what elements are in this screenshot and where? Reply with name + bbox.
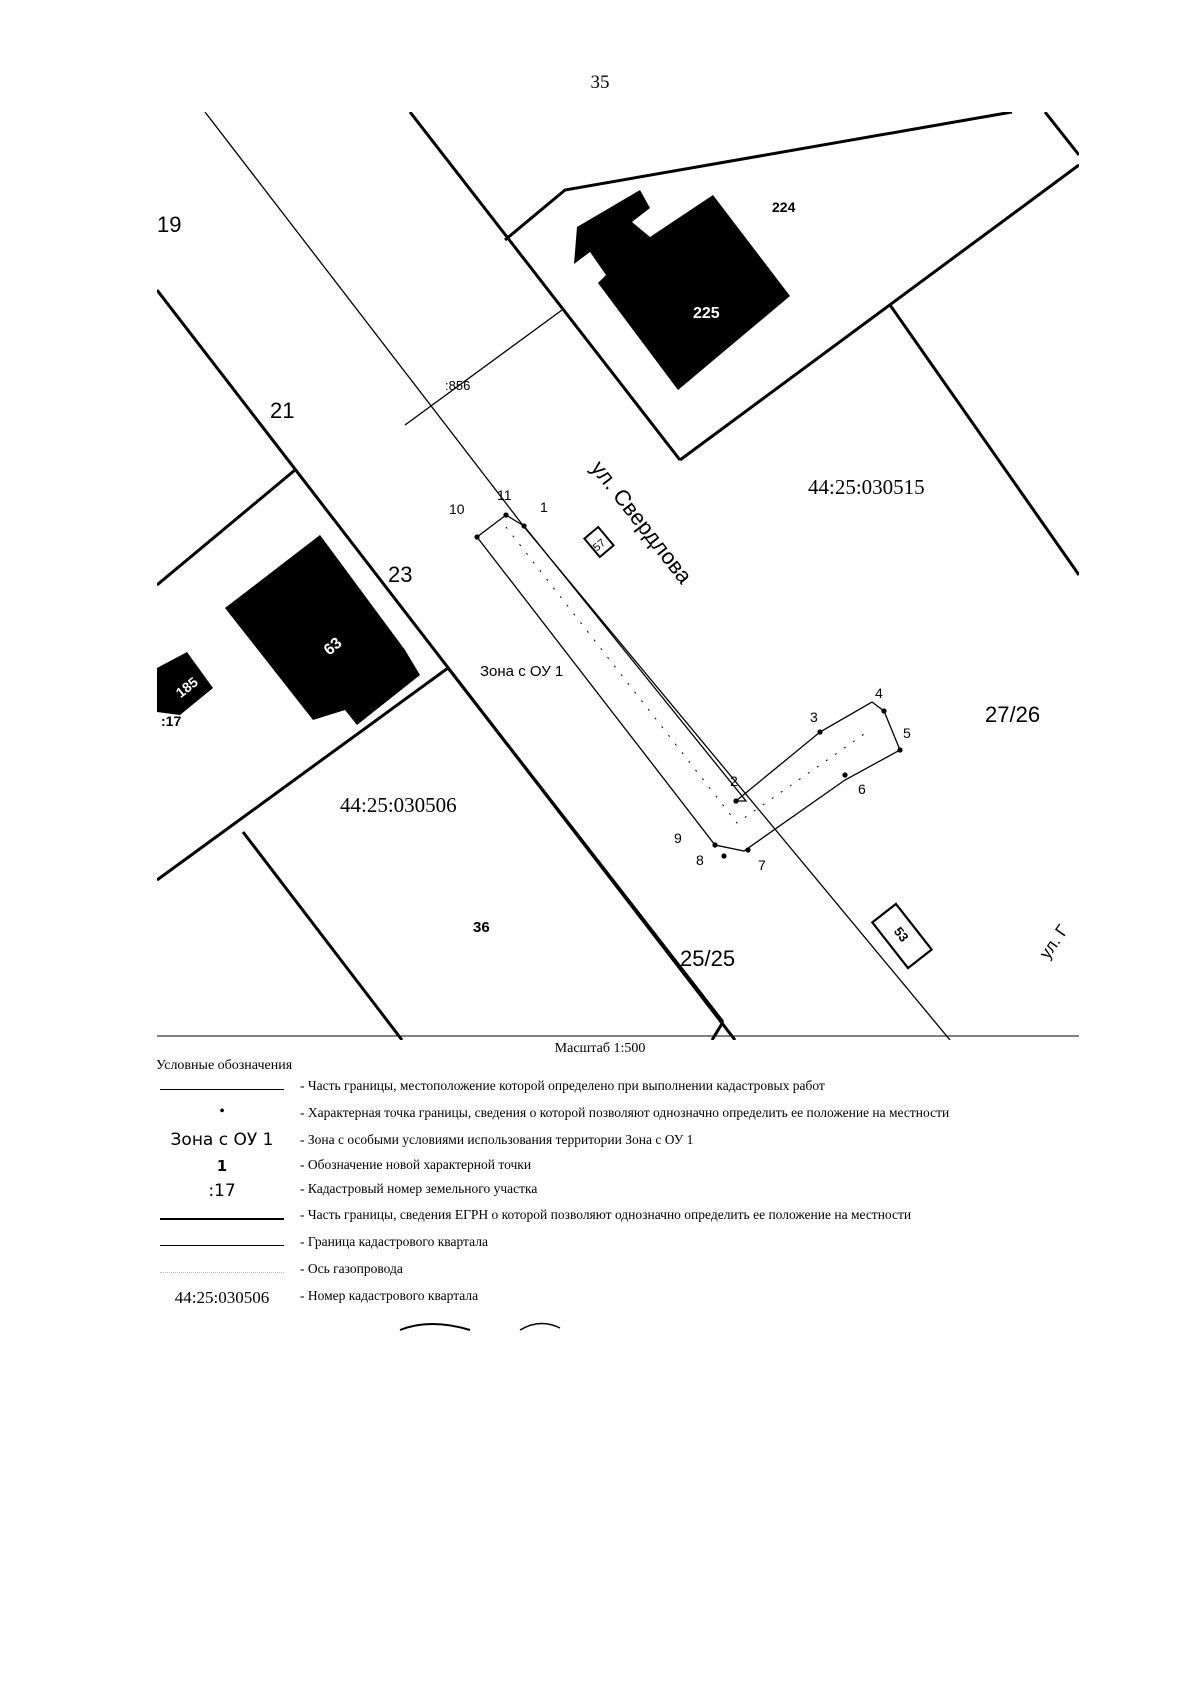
legend-symbol-point: • [219, 1103, 225, 1120]
parcel-boundary [710, 1021, 725, 1040]
stamp-fragment [399, 1322, 561, 1331]
parcel-boundary [1043, 112, 1079, 156]
parcel-boundary [504, 112, 1013, 242]
legend-text: - Номер кадастрового квартала [300, 1288, 479, 1303]
legend-item: 44:25:030506 - Номер кадастрового кварта… [0, 1288, 1200, 1312]
point-label-6: 6 [858, 781, 866, 797]
building-57-outline [582, 525, 616, 559]
legend-item: - Часть границы, местоположение которой … [0, 1078, 1200, 1102]
parcel-boundary [157, 666, 449, 882]
building-225 [574, 190, 790, 390]
legend-item: Зона с ОУ 1 - Зона с особыми условиями и… [0, 1130, 1200, 1156]
gas-pipeline-axis [505, 526, 871, 824]
building-label-53: 53 [891, 924, 912, 945]
legend-item: - Часть границы, сведения ЕГРН о которой… [0, 1207, 1200, 1231]
building-63 [225, 535, 420, 725]
legend-title: Условные обозначения [156, 1058, 293, 1073]
cadastral-map: 19 21 23 27/26 25/25 224 :856 :17 36 225… [157, 112, 1079, 1040]
parcel-label-23: 23 [388, 562, 412, 587]
legend-text: - Часть границы, местоположение которой … [300, 1078, 825, 1093]
quarter-label-030515: 44:25:030515 [808, 475, 925, 499]
point-label-3: 3 [810, 709, 818, 725]
legend-text: - Ось газопровода [300, 1261, 403, 1276]
building-label-225: 225 [693, 305, 720, 322]
characteristic-points [474, 512, 903, 859]
point-label-1: 1 [540, 499, 548, 515]
legend-symbol-point-number: 1 [216, 1157, 228, 1175]
parcel-label-25-25: 25/25 [680, 946, 735, 971]
parcel-label-21: 21 [270, 398, 294, 423]
parcel-label-224: 224 [772, 199, 796, 215]
parcel-boundary [446, 667, 725, 1023]
parcel-boundary [888, 304, 1079, 576]
legend-symbol-quarter-number: 44:25:030506 [174, 1288, 270, 1307]
parcel-boundary [408, 112, 682, 461]
legend-text: - Зона с особыми условиями использования… [300, 1132, 694, 1147]
legend-text: - Характерная точка границы, сведения о … [300, 1105, 950, 1120]
parcel-label-19: 19 [157, 212, 181, 237]
parcel-boundary [241, 831, 404, 1040]
legend-symbol-parcel-number: :17 [208, 1181, 236, 1201]
legend-item: • - Характерная точка границы, сведения … [0, 1103, 1200, 1129]
parcel-label-27-26: 27/26 [985, 702, 1040, 727]
parcel-label-17: :17 [161, 713, 181, 729]
building-185 [157, 652, 213, 715]
legend-text: - Обозначение новой характерной точки [300, 1157, 532, 1172]
point-label-8: 8 [696, 852, 704, 868]
scale-label: Масштаб 1:500 [554, 1041, 646, 1056]
page-number: 35 [590, 72, 610, 93]
point-label-4: 4 [875, 685, 883, 701]
legend-item: :17 - Кадастровый номер земельного участ… [0, 1181, 1200, 1205]
point-label-11: 11 [497, 487, 512, 503]
parcel-boundary [679, 163, 1079, 462]
point-label-10: 10 [449, 501, 465, 517]
legend-text: - Часть границы, сведения ЕГРН о которой… [300, 1207, 912, 1222]
legend-text: - Граница кадастрового квартала [300, 1234, 488, 1249]
street-label-sverdlova: ул. Свердлова [586, 456, 698, 589]
legend-symbol-zone: Зона с ОУ 1 [170, 1130, 274, 1150]
quarter-boundary [404, 309, 563, 426]
quarter-label-030506: 44:25:030506 [340, 793, 457, 817]
parcel-label-856: :856 [445, 378, 470, 393]
legend-item: 1 - Обозначение новой характерной точки [0, 1157, 1200, 1181]
building-53-outline [870, 902, 934, 970]
quarter-boundary [204, 112, 526, 529]
point-label-2: 2 [730, 773, 738, 789]
legend-item: - Ось газопровода [0, 1261, 1200, 1285]
legend-item: - Граница кадастрового квартала [0, 1234, 1200, 1258]
point-label-5: 5 [903, 725, 911, 741]
parcel-label-36: 36 [473, 919, 490, 936]
zone-label: Зона с ОУ 1 [480, 663, 563, 680]
parcel-boundary [157, 468, 296, 587]
street-label-partial: ул. Г [1036, 921, 1073, 962]
point-label-7: 7 [758, 857, 766, 873]
quarter-boundary [524, 527, 951, 1040]
point-label-9: 9 [674, 830, 682, 846]
legend-text: - Кадастровый номер земельного участка [300, 1181, 538, 1196]
